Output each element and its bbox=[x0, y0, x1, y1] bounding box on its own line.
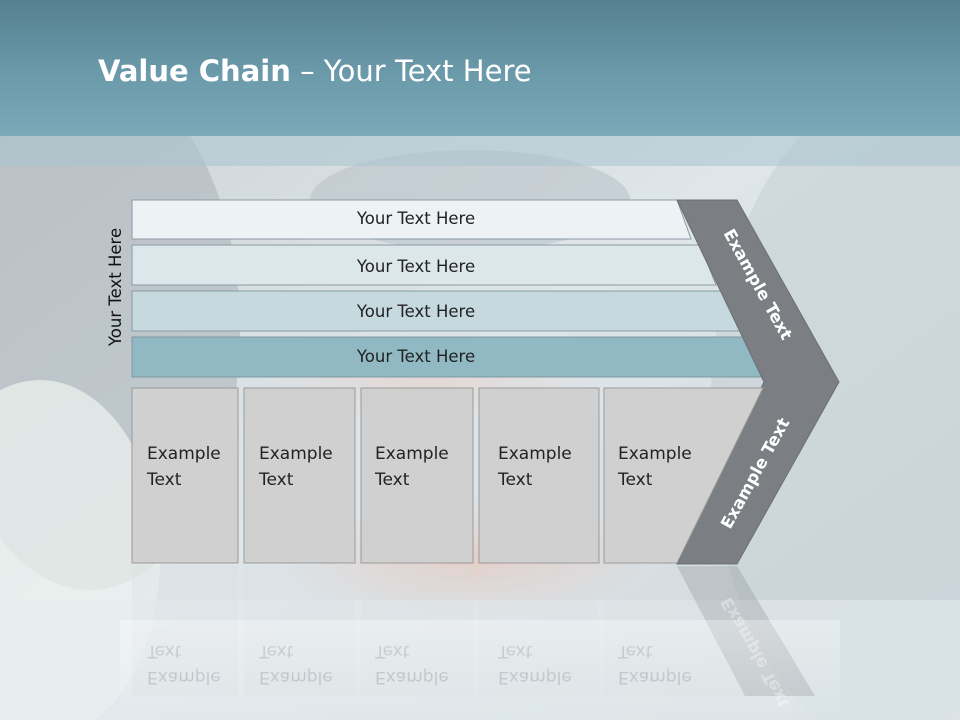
activity-box-4-shape bbox=[478, 387, 600, 564]
slide-title-bold: Value Chain bbox=[98, 54, 291, 88]
support-row-2: Your Text Here bbox=[131, 244, 717, 286]
activity-box-5-shape bbox=[603, 387, 764, 564]
activity-box-3-shape bbox=[360, 387, 474, 564]
activity-box-2: Example Text bbox=[243, 387, 356, 564]
slide-title-rest: – Your Text Here bbox=[290, 54, 532, 88]
activity-box-1-line1: Example bbox=[147, 444, 221, 464]
support-row-1-shape bbox=[131, 199, 692, 240]
activity-box-3-line1: Example bbox=[375, 444, 449, 464]
activity-box-2-line2: Text bbox=[258, 470, 294, 490]
header-sub-band bbox=[0, 136, 960, 166]
activity-box-4-line2: Text bbox=[497, 470, 533, 490]
activity-box-2-shape bbox=[243, 387, 356, 564]
support-row-1-label: Your Text Here bbox=[356, 209, 475, 228]
activity-box-2-line1: Example bbox=[259, 444, 333, 464]
header-band bbox=[0, 0, 960, 136]
activity-box-1-shape bbox=[131, 387, 239, 564]
side-label: Your Text Here bbox=[106, 228, 125, 347]
support-row-2-shape bbox=[131, 244, 717, 286]
support-row-3: Your Text Here bbox=[131, 290, 741, 332]
support-row-1: Your Text Here bbox=[131, 199, 692, 240]
activity-box-5: Example Text bbox=[603, 387, 764, 564]
support-row-4-label: Your Text Here bbox=[356, 347, 475, 366]
activity-box-1: Example Text bbox=[131, 387, 239, 564]
support-row-2-label: Your Text Here bbox=[356, 257, 475, 276]
activity-box-3: Example Text bbox=[360, 387, 474, 564]
support-row-3-label: Your Text Here bbox=[356, 302, 475, 321]
activity-box-5-line1: Example bbox=[618, 444, 692, 464]
slide-title: Value Chain – Your Text Here bbox=[98, 54, 532, 88]
support-row-4: Your Text Here bbox=[131, 336, 764, 378]
reflection-fade bbox=[120, 620, 840, 720]
activity-box-4: Example Text bbox=[478, 387, 600, 564]
activity-box-3-line2: Text bbox=[374, 470, 410, 490]
activity-box-1-line2: Text bbox=[146, 470, 182, 490]
activity-box-4-line1: Example bbox=[498, 444, 572, 464]
activity-box-5-line2: Text bbox=[617, 470, 653, 490]
margin-chevron bbox=[676, 199, 840, 565]
